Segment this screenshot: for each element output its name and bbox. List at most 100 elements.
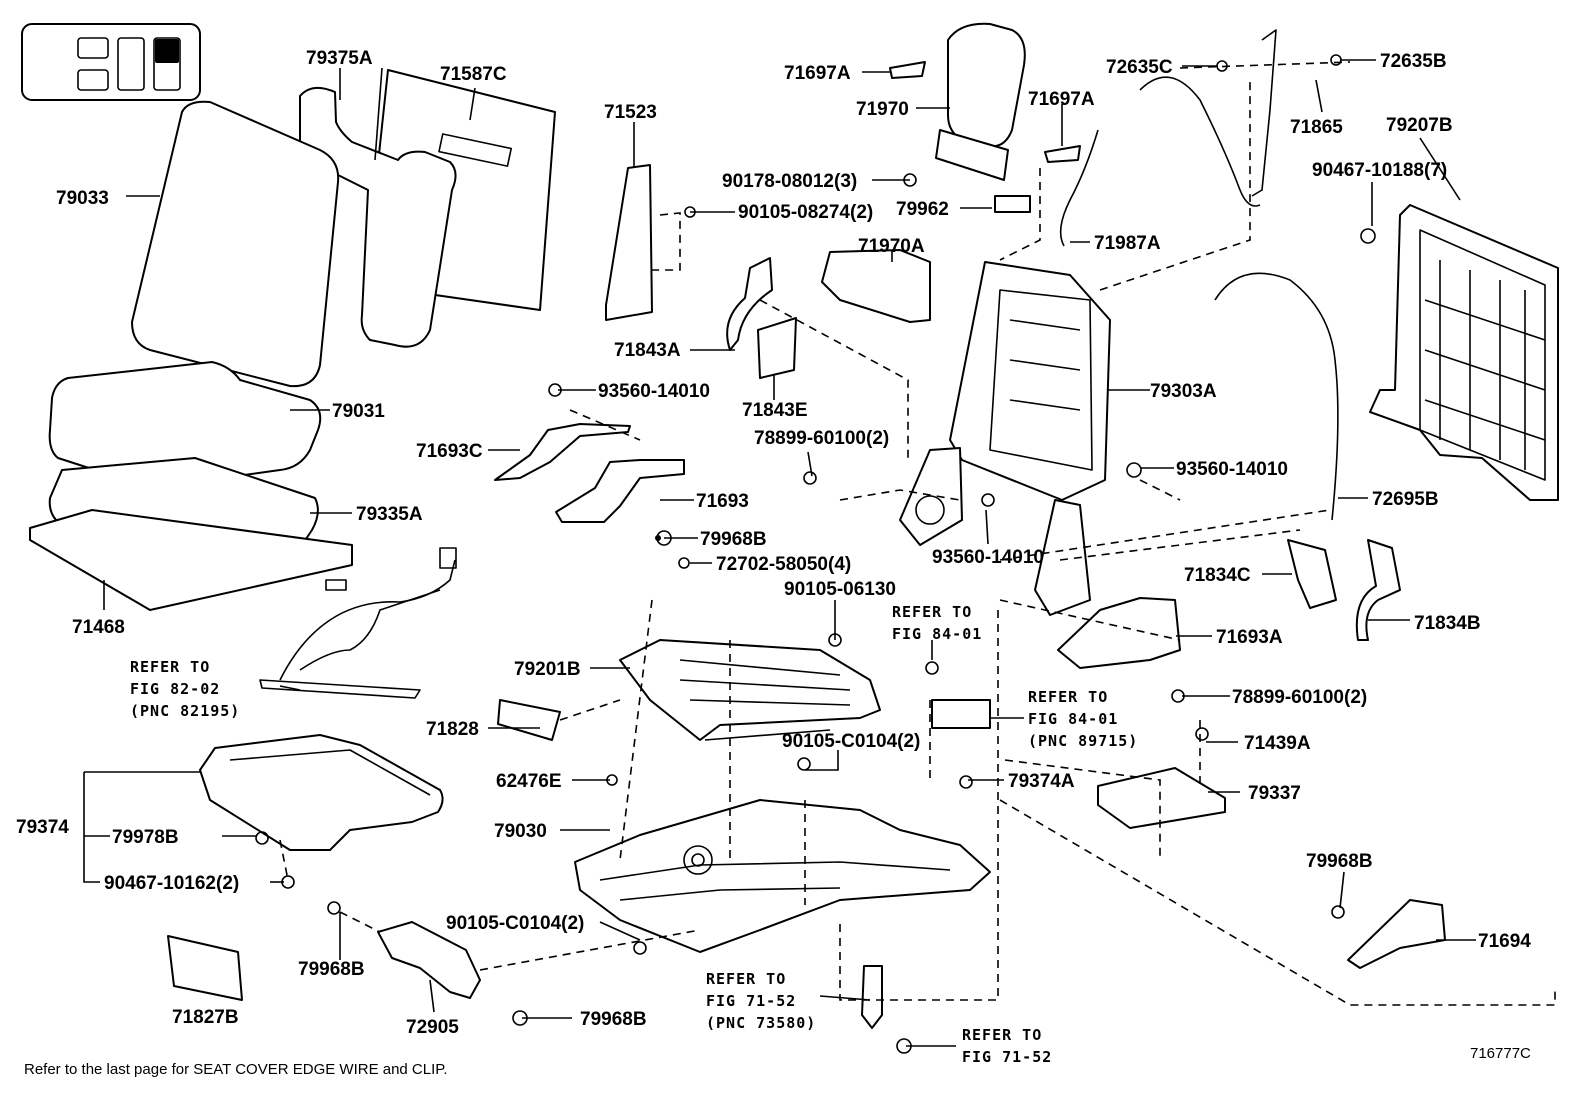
svg-text:FIG 71-52: FIG 71-52: [962, 1048, 1052, 1066]
label-79303A: 79303A: [1150, 381, 1217, 402]
label-71843E: 71843E: [742, 400, 808, 421]
label-72695B: 72695B: [1372, 489, 1439, 510]
label-71865: 71865: [1290, 117, 1343, 138]
guide-71697A-right-shape: [1044, 145, 1081, 163]
label-79375A: 79375A: [306, 48, 373, 69]
ref-fig-82-02: REFER TO FIG 82-02 (PNC 82195): [130, 658, 240, 720]
release-lever-shape: [1251, 29, 1277, 197]
label-79978B: 79978B: [112, 827, 179, 848]
seat-sheet-71468: [29, 509, 353, 611]
label-93560-14010-c: 93560-14010: [932, 547, 1044, 568]
label-79031: 79031: [332, 401, 385, 422]
svg-text:REFER TO: REFER TO: [892, 603, 972, 621]
cover-71834B-shape: [1355, 539, 1401, 641]
label-78899-60100-a: 78899-60100(2): [754, 428, 889, 449]
label-71694: 71694: [1478, 931, 1531, 952]
label-71693: 71693: [696, 491, 749, 512]
bracket-71828-shape: [497, 699, 561, 741]
back-pad-79375A: [299, 86, 457, 348]
assembly-dashed-lines: [279, 61, 1556, 1006]
label-79968B-a: 79968B: [700, 529, 767, 550]
label-79033: 79033: [56, 188, 109, 209]
label-72905: 72905: [406, 1017, 459, 1038]
label-71693C: 71693C: [416, 441, 483, 462]
headrest-support-shape: [935, 129, 1009, 181]
label-71523: 71523: [604, 102, 657, 123]
label-79374A: 79374A: [1008, 771, 1075, 792]
reference-notes: REFER TO FIG 82-02 (PNC 82195) REFER TO …: [130, 603, 1138, 1066]
seat-cushion-79031: [48, 361, 322, 490]
illustration-number: 716777C: [1470, 1045, 1531, 1062]
label-71587C: 71587C: [440, 64, 507, 85]
headrest-guide-71970A-shape: [821, 249, 931, 323]
bracket-71693-shape: [555, 459, 685, 523]
rail-71523-shape: [605, 164, 653, 321]
label-71697A-b: 71697A: [1028, 89, 1095, 110]
label-90467-10188: 90467-10188(7): [1312, 160, 1447, 181]
cover-71827B-shape: [167, 935, 243, 1001]
label-79968B-d: 79968B: [1306, 851, 1373, 872]
label-62476E: 62476E: [496, 771, 562, 792]
label-79030: 79030: [494, 821, 547, 842]
seat-base-79030-shape: [574, 799, 991, 953]
guide-71697A-left-shape: [889, 61, 926, 79]
svg-text:FIG 84-01: FIG 84-01: [892, 625, 982, 643]
fastener-icons: [255, 54, 1376, 1054]
label-71834B: 71834B: [1414, 613, 1481, 634]
cover-79337-shape: [1097, 767, 1226, 829]
svg-text:FIG 84-01: FIG 84-01: [1028, 710, 1118, 728]
cable-upper-shape: [1139, 76, 1261, 207]
svg-text:(PNC 82195): (PNC 82195): [130, 702, 240, 720]
cover-71834C-shape: [1287, 539, 1337, 609]
cushion-frame-79201B-shape: [619, 639, 881, 741]
footnote: Refer to the last page for SEAT COVER ED…: [24, 1061, 448, 1078]
seatback-board-79207B-shape: [1369, 204, 1559, 501]
label-78899-60100-b: 78899-60100(2): [1232, 687, 1367, 708]
label-79201B: 79201B: [514, 659, 581, 680]
cover-71694-shape: [1347, 899, 1446, 969]
label-90105-C0104-a: 90105-C0104(2): [782, 731, 920, 752]
bracket-71693C-shape: [494, 423, 631, 481]
label-71970A: 71970A: [858, 236, 925, 257]
label-93560-14010-b: 93560-14010: [1176, 459, 1288, 480]
seat-back-cover-shape: [29, 69, 556, 611]
label-71828: 71828: [426, 719, 479, 740]
headrest-71970-shape: [947, 22, 1026, 148]
part-labels: 79375A 71587C 79033 79031 79335A 71468 7…: [16, 48, 1531, 1038]
label-79968B-c: 79968B: [580, 1009, 647, 1030]
svg-text:FIG 71-52: FIG 71-52: [706, 992, 796, 1010]
cable-71987A-shape: [1059, 129, 1099, 247]
cable-72695B-shape: [1214, 272, 1339, 521]
seat-belt-buckle-shape: [861, 965, 883, 1029]
svg-text:REFER TO: REFER TO: [1028, 688, 1108, 706]
svg-text:REFER TO: REFER TO: [130, 658, 210, 676]
svg-text:(PNC 89715): (PNC 89715): [1028, 732, 1138, 750]
label-90178-08012: 90178-08012(3): [722, 171, 857, 192]
label-71843A: 71843A: [614, 340, 681, 361]
back-cover-79033: [131, 100, 340, 388]
label-72635B: 72635B: [1380, 51, 1447, 72]
label-71834C: 71834C: [1184, 565, 1251, 586]
label-90105-C0104-b: 90105-C0104(2): [446, 913, 584, 934]
control-module-shape: [931, 699, 991, 729]
svg-text:FIG 82-02: FIG 82-02: [130, 680, 220, 698]
label-79962: 79962: [896, 199, 949, 220]
label-93560-14010-a: 93560-14010: [598, 381, 710, 402]
ref-fig-71-52-a: REFER TO FIG 71-52 (PNC 73580): [706, 970, 815, 1032]
ref-fig-84-01-a: REFER TO FIG 84-01: [892, 603, 982, 643]
label-71468: 71468: [72, 617, 125, 638]
label-79968B-b: 79968B: [298, 959, 365, 980]
wire-harness-shape: [259, 547, 457, 699]
block-79962-shape: [994, 195, 1031, 213]
bracket-71693A-shape: [1057, 597, 1181, 669]
label-79335A: 79335A: [356, 504, 423, 525]
ref-fig-71-52-b: REFER TO FIG 71-52: [962, 1026, 1052, 1066]
bracket-71843A-shape: [726, 257, 773, 351]
label-71697A-a: 71697A: [784, 63, 851, 84]
seat-position-indicator-icon: [21, 23, 201, 101]
bracket-71843E-shape: [757, 317, 797, 379]
svg-text:REFER TO: REFER TO: [706, 970, 786, 988]
leader-lines: [83, 59, 1476, 1047]
